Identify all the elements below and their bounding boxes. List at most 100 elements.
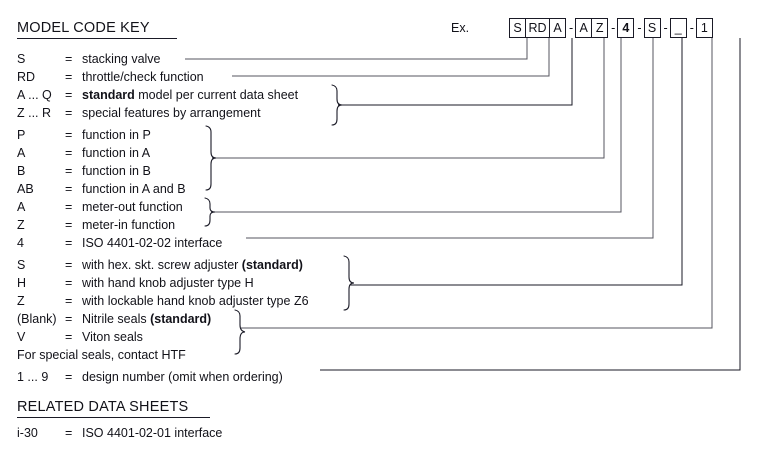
key-code: S (17, 258, 26, 272)
brace-function-group (205, 125, 217, 191)
key-row-iso-interface: 4=ISO 4401-02-02 interface (17, 236, 222, 250)
key-description-bold: (standard) (241, 258, 303, 272)
key-code: Z (17, 218, 25, 232)
key-code: 1 ... 9 (17, 370, 49, 384)
key-description-bold: standard (82, 88, 135, 102)
key-code: H (17, 276, 27, 290)
key-description: stacking valve (82, 52, 161, 66)
related-data-sheets-underline (17, 417, 210, 418)
code-box-4[interactable]: A (575, 18, 593, 38)
key-equals: = (65, 218, 73, 232)
key-code: (Blank) (17, 312, 57, 326)
key-description: with hex. skt. screw adjuster (82, 258, 242, 272)
code-box-2[interactable]: RD (525, 18, 550, 38)
key-row-function-ab: AB=function in A and B (17, 182, 186, 196)
key-description: model per current data sheet (134, 88, 299, 102)
key-code: P (17, 128, 26, 142)
key-description: ISO 4401-02-02 interface (82, 236, 223, 250)
leader-line-standard-group (338, 38, 573, 106)
key-code: B (17, 164, 26, 178)
key-row-hand-knob-h: H=with hand knob adjuster type H (17, 276, 254, 290)
key-code: 4 (17, 236, 24, 250)
key-equals: = (65, 128, 73, 142)
key-equals: = (65, 312, 73, 326)
code-box-1[interactable]: S (509, 18, 526, 38)
key-row-function-b: B = function in B (17, 164, 151, 178)
brace-meter-group (204, 197, 216, 227)
example-label: Ex. (451, 21, 470, 35)
key-description: function in B (82, 164, 151, 178)
key-equals: = (65, 330, 73, 344)
key-code: S (17, 52, 26, 66)
model-code-example: S RD A - A Z - 4 - S - _ - 1 (509, 17, 713, 39)
key-description: meter-in function (82, 218, 176, 232)
related-data-sheets-title: RELATED DATA SHEETS (17, 399, 189, 415)
key-description: Viton seals (82, 330, 143, 344)
key-description: function in P (82, 128, 151, 142)
leader-line-stacking-valve (185, 38, 528, 60)
code-separator-2: - (611, 21, 616, 35)
key-description: with hand knob adjuster type H (82, 276, 254, 290)
code-box-7[interactable]: S (643, 18, 661, 38)
brace-standard-group (331, 84, 343, 126)
key-code: V (17, 330, 26, 344)
key-row-function-p: P = function in P (17, 128, 151, 142)
leader-line-design-number (320, 38, 741, 371)
key-code: i-30 (17, 426, 38, 440)
key-row-throttle-check: RD=throttle/check function (17, 70, 204, 84)
code-box-6[interactable]: 4 (617, 18, 635, 38)
key-equals: = (65, 294, 73, 308)
code-box-5[interactable]: Z (591, 18, 609, 38)
key-description: meter-out function (82, 200, 183, 214)
key-row-special-seals-note: For special seals, contact HTF (17, 348, 186, 362)
code-separator-3: - (637, 21, 642, 35)
key-code: A (17, 146, 26, 160)
key-row-design-number: 1 ... 9 = design number (omit when orderin… (17, 370, 283, 384)
leader-line-adjuster-group (350, 38, 683, 286)
key-row-meter-in: Z = meter-in function (17, 218, 175, 232)
key-description-bold: (standard) (150, 312, 212, 326)
key-row-viton-seals: V = Viton seals (17, 330, 143, 344)
key-equals: = (65, 146, 73, 160)
key-code: RD (17, 70, 36, 84)
key-description: function in A (82, 146, 151, 160)
key-description: design number (omit when ordering) (82, 370, 283, 384)
key-row-stacking-valve: S = stacking valve (17, 52, 161, 66)
key-description: special features by arrangement (82, 106, 261, 120)
related-row-i30: i-30 = ISO 4401-02-01 interface (17, 426, 222, 440)
key-equals: = (65, 370, 73, 384)
key-code: Z (17, 294, 25, 308)
key-equals: = (65, 52, 73, 66)
leader-line-throttle-check (232, 38, 550, 77)
key-equals: = (65, 70, 73, 84)
leader-line-iso-interface (246, 38, 654, 239)
code-box-8[interactable]: _ (669, 18, 687, 38)
key-code: A (17, 200, 26, 214)
leader-line-seals (241, 38, 713, 329)
key-code: AB (17, 182, 34, 196)
brace-seals-group (234, 309, 246, 355)
key-code: Z ... R (17, 106, 52, 120)
key-row-standard-model: A ... Q = standard model per current data … (17, 88, 298, 102)
key-row-meter-out: A=meter-out function (17, 200, 183, 214)
key-equals: = (65, 426, 73, 440)
key-description: ISO 4401-02-01 interface (82, 426, 223, 440)
key-equals: = (65, 164, 73, 178)
key-equals: = (65, 258, 73, 272)
key-description: Nitrile seals (82, 312, 151, 326)
key-code: A ... Q (17, 88, 52, 102)
page-title-underline (17, 38, 177, 39)
key-row-special-features: Z ... R = special features by arrangement (17, 106, 261, 120)
code-box-3[interactable]: A (549, 18, 566, 38)
code-box-9[interactable]: 1 (695, 18, 713, 38)
page-title: MODEL CODE KEY (17, 20, 150, 36)
leader-line-meter-group (211, 38, 622, 213)
key-equals: = (65, 106, 73, 120)
key-equals: = (65, 88, 73, 102)
key-row-screw-adjuster: S = with hex. skt. screw adjuster (standar… (17, 258, 303, 272)
key-description: For special seals, contact HTF (17, 348, 186, 362)
key-row-lockable-knob-z6: Z=with lockable hand knob adjuster type … (17, 294, 309, 308)
brace-adjuster-group (343, 255, 355, 311)
key-equals: = (65, 182, 73, 196)
